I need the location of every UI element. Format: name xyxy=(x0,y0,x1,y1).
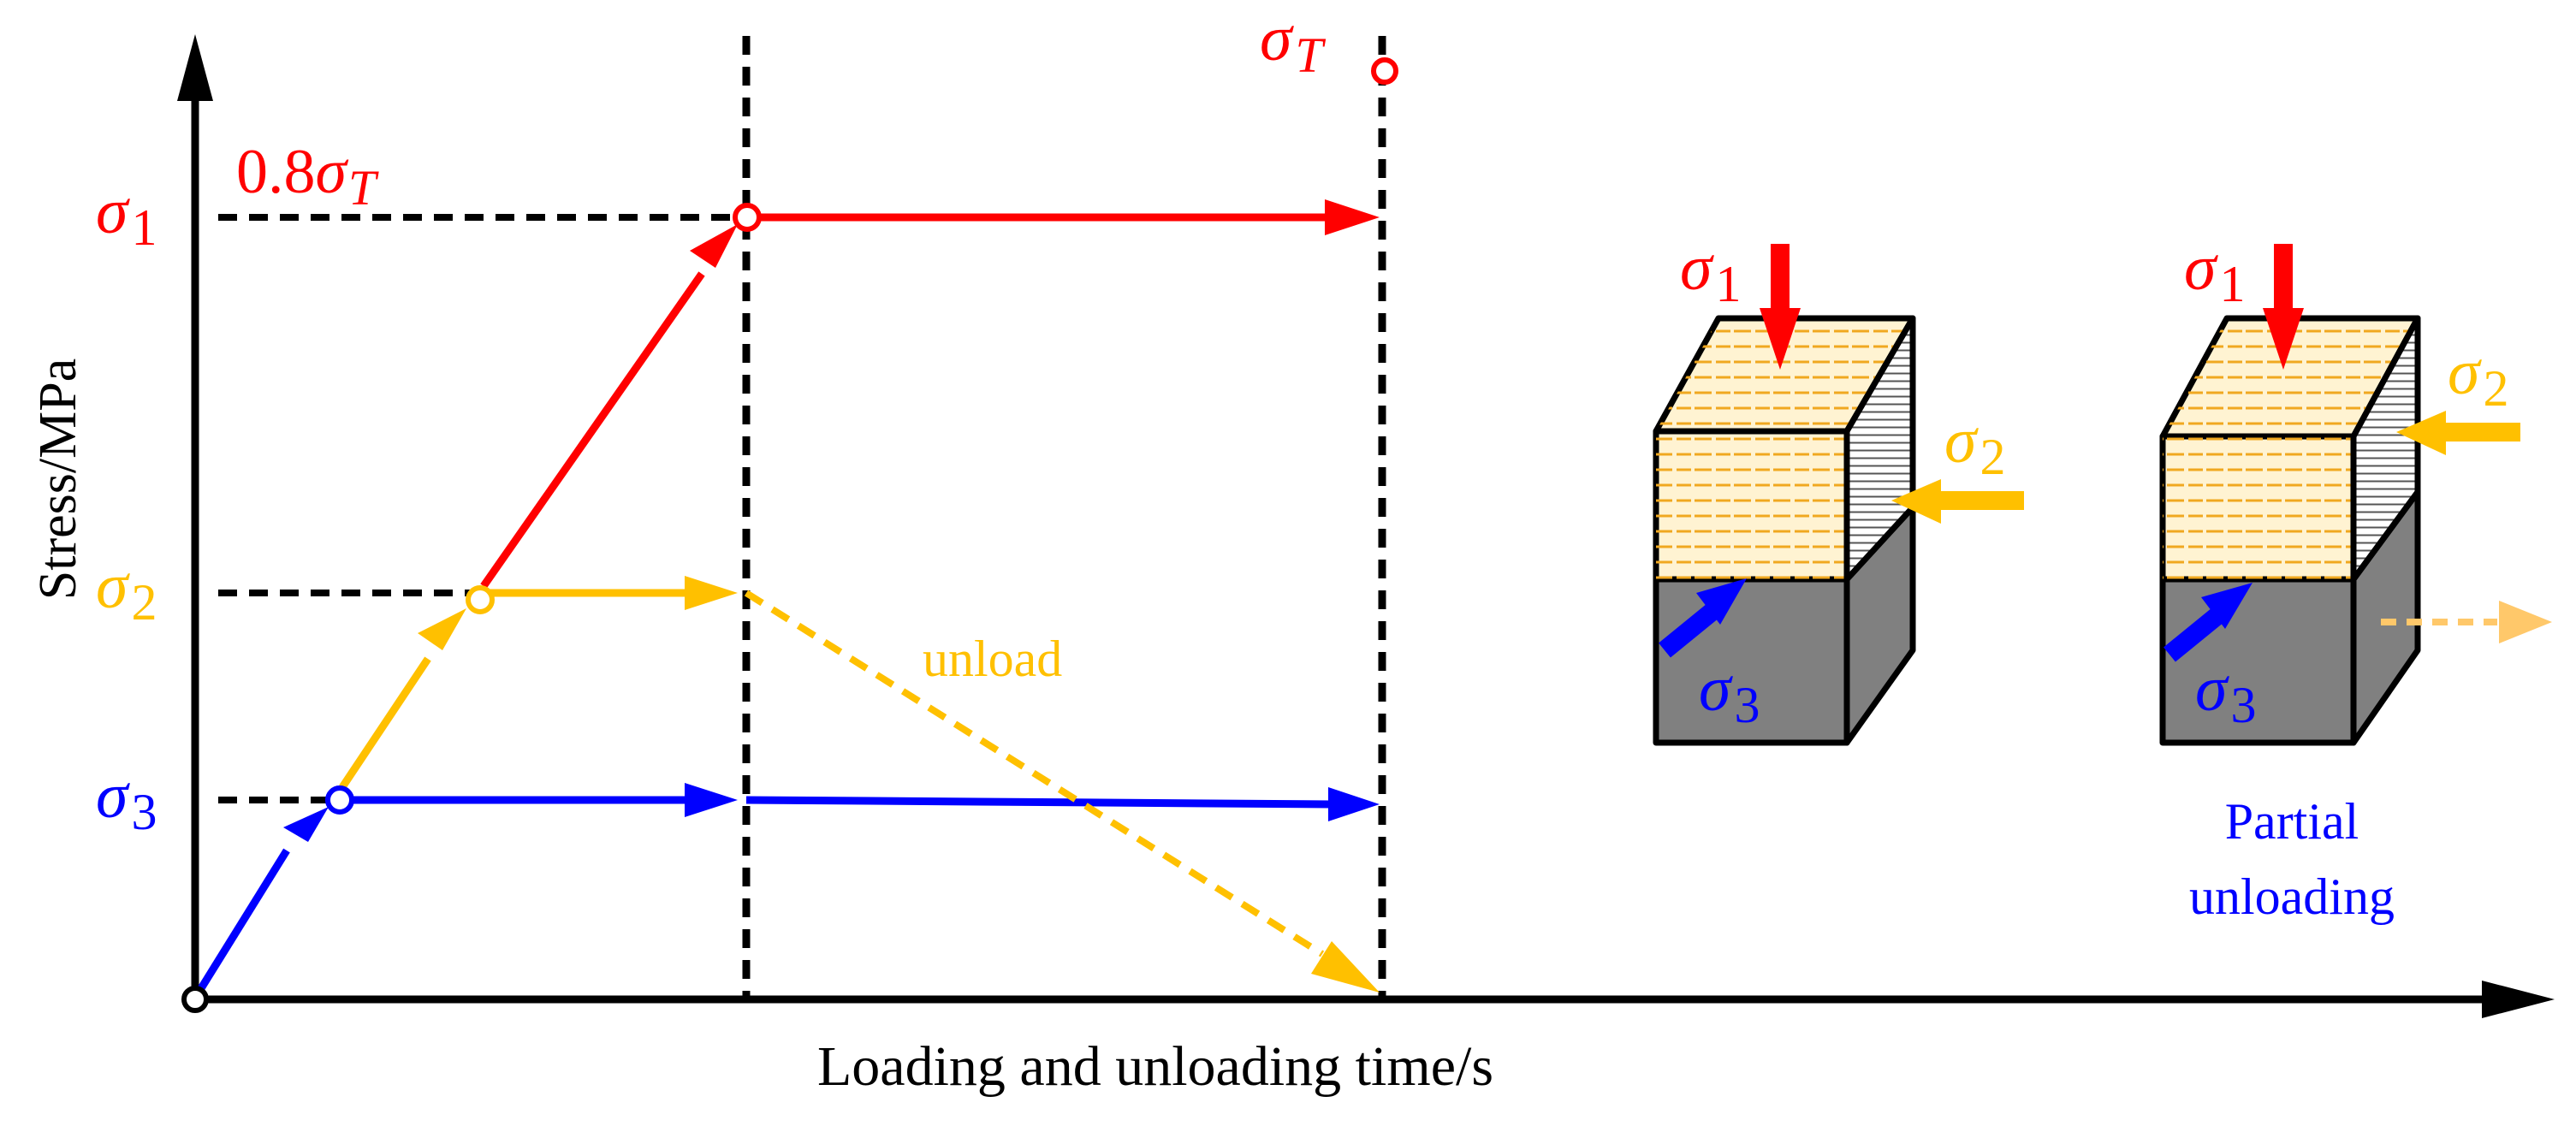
sigma2-label: σ2 xyxy=(96,550,157,631)
y-axis-arrowhead xyxy=(177,34,213,101)
sigma1-label: σ1 xyxy=(96,175,157,256)
specimen2-sigma3-label: σ3 xyxy=(2195,653,2256,733)
specimen1-arrows xyxy=(1659,244,2024,658)
specimen2-sigma2-label: σ2 xyxy=(2448,336,2508,417)
unload-label: unload xyxy=(923,631,1062,687)
sigma3-label: σ3 xyxy=(96,760,157,840)
sigma3-path xyxy=(195,783,1380,995)
partial-unloading-line2: unloading xyxy=(2189,868,2395,925)
specimen1-sigma2-label: σ2 xyxy=(1944,405,2005,485)
specimen2-arrows xyxy=(2163,244,2552,662)
sigma2-unload-line xyxy=(744,590,1325,957)
specimen2-sigma1-label: σ1 xyxy=(2184,232,2245,312)
specimen2-top-side xyxy=(2350,315,2421,583)
sigma3-turn-marker xyxy=(325,785,354,815)
partial-unloading-line1: Partial xyxy=(2225,793,2359,850)
y-axis-label: Stress/MPa xyxy=(29,359,87,600)
specimen-loading xyxy=(1653,315,1916,746)
sigma2-path xyxy=(339,576,1380,993)
origin-marker xyxy=(181,986,209,1013)
sigma1-path xyxy=(480,199,1380,589)
axes xyxy=(177,34,2555,1018)
point8-sigmaT-label: 0.8σT xyxy=(236,137,379,216)
sigma1-turn-marker xyxy=(733,203,762,232)
specimen1-sigma1-label: σ1 xyxy=(1680,232,1741,312)
specimen1-sigma3-label: σ3 xyxy=(1699,653,1760,733)
sigmaT-label: σT xyxy=(1260,3,1326,83)
specimen2-bottom-front xyxy=(2159,576,2357,746)
specimen-partial-unloading xyxy=(2159,315,2421,746)
sigmaT-marker xyxy=(1371,57,1398,85)
x-axis-arrowhead xyxy=(2482,981,2555,1018)
sigma2-turn-marker xyxy=(466,585,495,614)
x-axis-label: Loading and unloading time/s xyxy=(817,1035,1493,1098)
